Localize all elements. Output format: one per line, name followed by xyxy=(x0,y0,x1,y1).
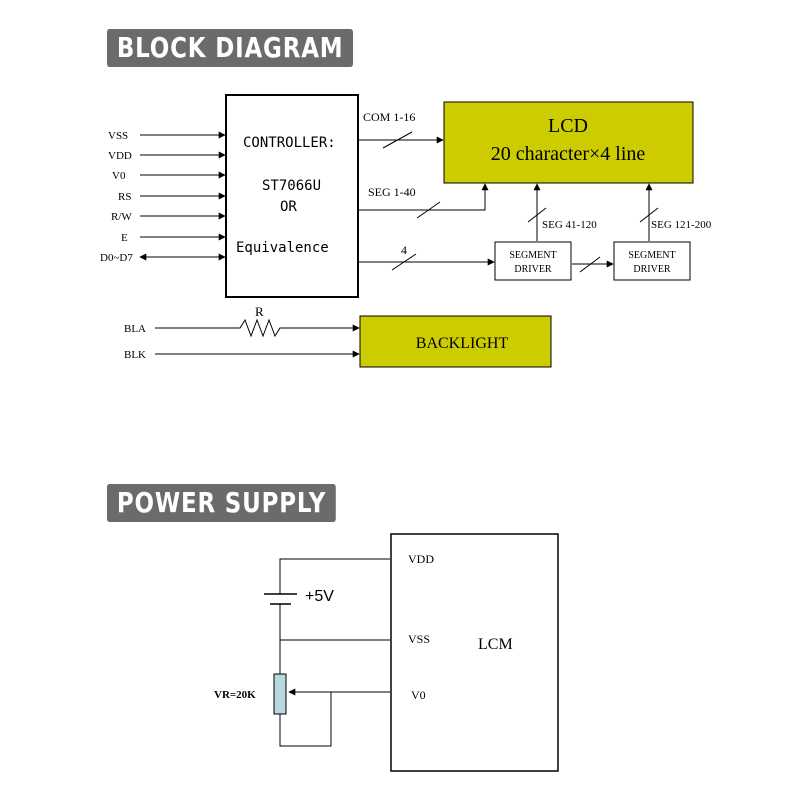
bus-label-com: COM 1-16 xyxy=(363,110,415,124)
segment-driver-1-label-1: SEGMENT xyxy=(509,250,556,261)
controller-label-4: Equivalence xyxy=(236,240,329,256)
controller-label-3: OR xyxy=(280,199,297,215)
input-label-rs: RS xyxy=(118,191,131,203)
bus-slash-seg3 xyxy=(639,207,659,223)
segment-driver-2-label-1: SEGMENT xyxy=(628,250,675,261)
bus-slash-seg xyxy=(416,201,441,219)
bus-label-seg2: SEG 41-120 xyxy=(542,219,597,231)
wire-vss xyxy=(279,604,390,641)
bus-label-seg: SEG 1-40 xyxy=(368,185,416,199)
vr-label: VR=20K xyxy=(214,689,256,701)
controller-label-1: CONTROLLER: xyxy=(243,135,336,151)
battery-label: +5V xyxy=(305,588,334,605)
bus-label-data: 4 xyxy=(401,243,407,257)
bus-slash-data xyxy=(391,253,417,271)
bus-arrow-seg xyxy=(358,183,489,211)
resistor-label: R xyxy=(255,304,264,319)
blk-label: BLK xyxy=(124,349,146,361)
controller-label-2: ST7066U xyxy=(262,178,321,194)
wire-vdd xyxy=(279,558,390,594)
section-header-power-supply: POWER SUPPLY xyxy=(107,484,337,522)
pin-label-vss: VSS xyxy=(408,632,430,646)
section-header-block-diagram: BLOCK DIAGRAM xyxy=(107,29,354,67)
segment-driver-1-label-2: DRIVER xyxy=(514,264,552,275)
input-label-vss: VSS xyxy=(108,130,128,142)
input-label-vdd: VDD xyxy=(108,150,132,162)
input-signals: VSS VDD V0 RS R/W E D0~D7 xyxy=(100,130,226,264)
driver-link-slash xyxy=(579,256,601,273)
lcd-title: LCD xyxy=(548,115,588,137)
input-label-v0: V0 xyxy=(112,170,126,182)
lcm-box xyxy=(390,533,559,772)
lcd-box xyxy=(443,101,694,184)
resistor-line xyxy=(155,318,360,338)
input-label-rw: R/W xyxy=(111,211,132,223)
backlight-label: BACKLIGHT xyxy=(416,335,509,352)
wire-pot-bottom xyxy=(279,692,332,747)
segment-driver-1 xyxy=(494,241,572,281)
segment-driver-2-label-2: DRIVER xyxy=(633,264,671,275)
lcd-subtitle: 20 character×4 line xyxy=(491,143,646,165)
bla-label: BLA xyxy=(124,323,146,335)
segment-driver-2 xyxy=(613,241,691,281)
pin-label-v0: V0 xyxy=(411,688,426,702)
backlight-box xyxy=(359,315,552,368)
pin-label-vdd: VDD xyxy=(408,552,434,566)
controller-box xyxy=(225,94,359,298)
bus-slash-com xyxy=(382,131,413,149)
bus-slash-seg2 xyxy=(527,207,547,223)
potentiometer xyxy=(273,673,287,715)
bus-label-seg3: SEG 121-200 xyxy=(651,219,712,231)
lcm-label: LCM xyxy=(478,636,513,653)
input-label-d0d7: D0~D7 xyxy=(100,252,133,264)
input-label-e: E xyxy=(121,232,128,244)
